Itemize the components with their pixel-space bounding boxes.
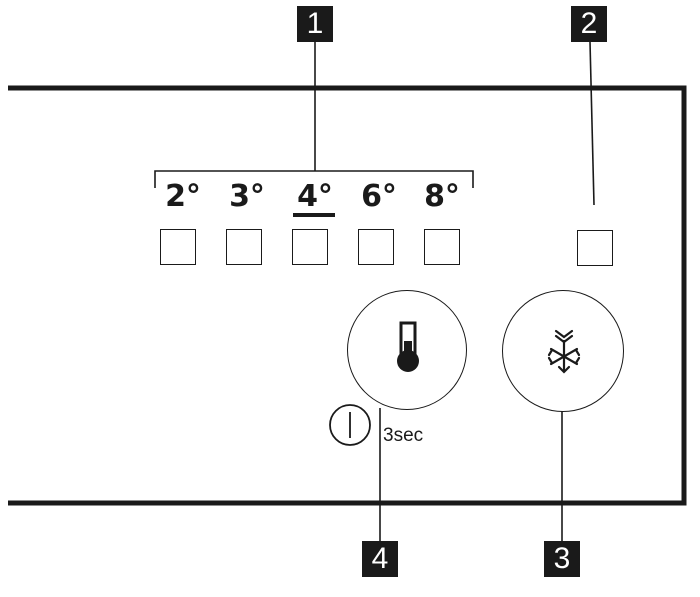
callout-1: 1: [297, 6, 333, 42]
callout-2: 2: [571, 6, 607, 42]
temp-indicator-3[interactable]: [226, 229, 262, 265]
thermometer-icon: [397, 321, 419, 372]
temp-label-2: 2°: [165, 179, 201, 214]
temp-label-4: 4°: [297, 179, 333, 214]
temp-indicator-6[interactable]: [358, 229, 394, 265]
temp-label-6: 6°: [361, 179, 397, 214]
temp-indicator-8[interactable]: [424, 229, 460, 265]
temp-indicator-4[interactable]: [292, 229, 328, 265]
snowflake-icon: [547, 329, 581, 374]
temperature-button[interactable]: [347, 290, 467, 410]
temp-label-3: 3°: [229, 179, 265, 214]
fast-freeze-button[interactable]: [502, 290, 624, 412]
temp-indicator-2[interactable]: [160, 229, 196, 265]
hold-duration-label: 3sec: [383, 425, 424, 446]
callout-3: 3: [544, 541, 580, 577]
callout-4: 4: [362, 541, 398, 577]
fast-freeze-indicator[interactable]: [577, 230, 613, 266]
temp-label-8: 8°: [424, 179, 460, 214]
power-icon: [329, 404, 371, 446]
